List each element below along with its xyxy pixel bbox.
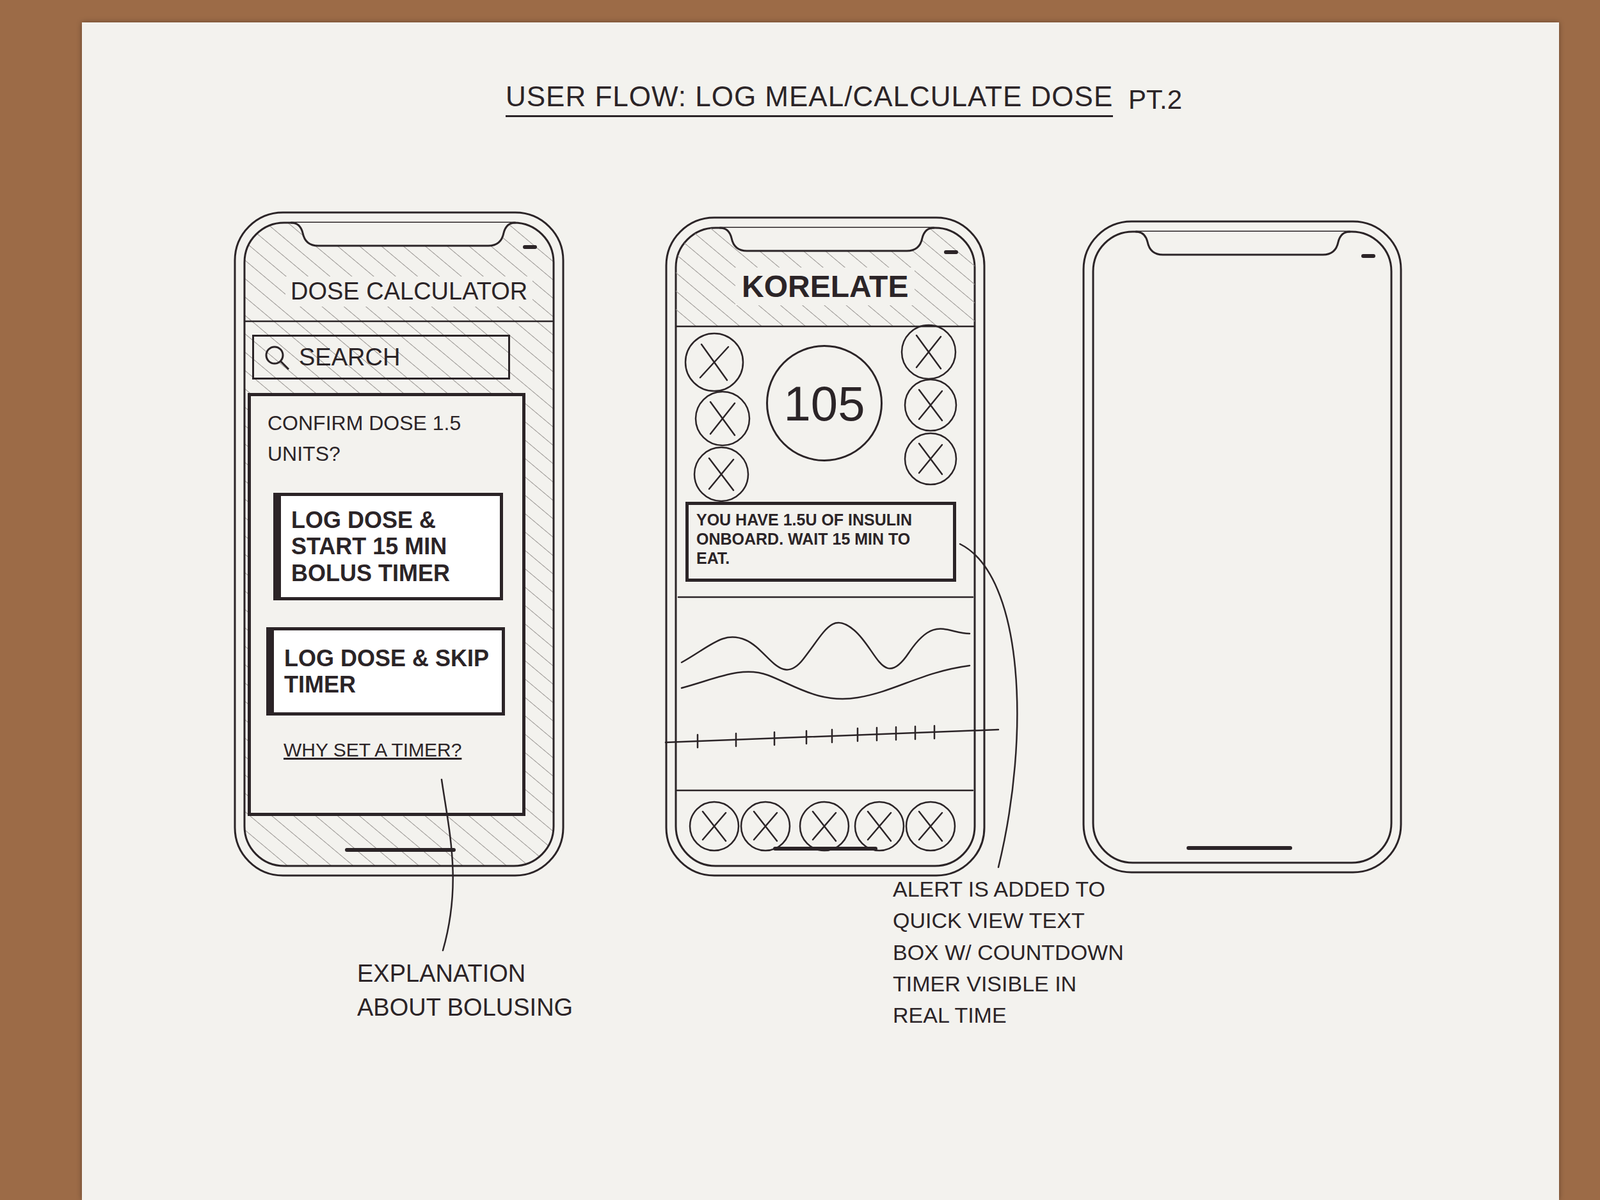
confirm-dialog: CONFIRM DOSE 1.5 UNITS? WHY SET A TIMER? L… (247, 392, 526, 816)
leader-line (960, 544, 1017, 868)
leader-line (441, 779, 454, 951)
chart-sketch (665, 597, 999, 791)
page-title: USER FLOW: LOG MEAL/CALCULATE DOSE (505, 80, 1113, 118)
annotation-note: ALERT IS ADDED TO QUICK VIEW TEXT BOX W/… (892, 873, 1136, 1032)
phone-frame (666, 217, 985, 876)
part-number: PT.2 (1128, 84, 1183, 116)
primary-button: LOG DOSE & START 15 MIN BOLUS TIMER (273, 492, 504, 601)
annotation-note: EXPLANATION ABOUT BOLUSING (357, 956, 614, 1025)
box-text: YOU HAVE 1.5U OF INSULIN ONBOARD. WAIT 1… (696, 510, 946, 568)
box-text: 105 (784, 375, 866, 432)
nav-bar-icons (689, 801, 955, 851)
secondary-button: LOG DOSE & SKIP TIMER (266, 627, 505, 716)
link-text: WHY SET A TIMER? (283, 739, 462, 761)
phone-frame (234, 212, 564, 876)
app-name: KORELATE (735, 267, 915, 306)
box-text: SEARCH (298, 343, 400, 372)
box-text: LOG DOSE & START 15 MIN BOLUS TIMER (291, 506, 490, 587)
search-box: SEARCH (252, 334, 511, 380)
box-text: LOG DOSE & SKIP TIMER (284, 645, 492, 699)
screen-header: DOSE CALCULATOR (285, 276, 533, 307)
icon-placeholders (685, 325, 957, 502)
glucose-reading-circle: 105 (766, 344, 883, 462)
box-text: CONFIRM DOSE 1.5 UNITS? (267, 407, 505, 470)
alert-text-box: YOU HAVE 1.5U OF INSULIN ONBOARD. WAIT 1… (685, 501, 957, 582)
phone-frame (1083, 221, 1401, 873)
search-icon (263, 343, 292, 372)
